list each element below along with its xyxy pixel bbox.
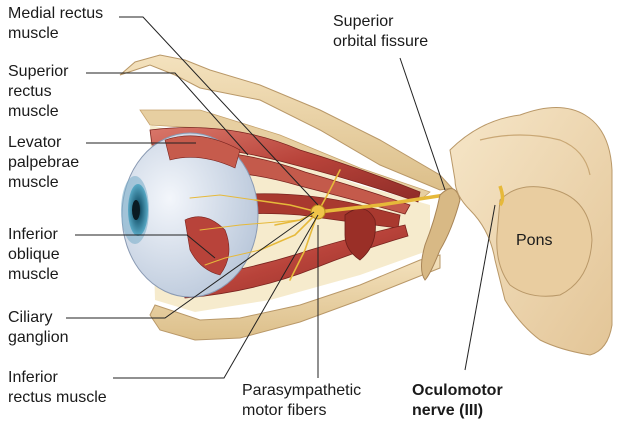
label-parasympathetic: Parasympathetic motor fibers (242, 382, 362, 419)
superior-orbital-fissure-shape (421, 188, 461, 281)
label-inferior-oblique: Inferior oblique muscle (8, 226, 60, 283)
lateral-rectus-cut (344, 208, 376, 261)
leader-inferior-oblique (75, 234, 216, 259)
oculomotor-nerve-trunk (498, 185, 505, 207)
leader-ciliary (66, 211, 315, 319)
leader-inferior-rectus (113, 214, 319, 379)
leader-superior-orbital (399, 57, 446, 191)
label-medial-rectus: Medial rectus muscle (8, 5, 104, 42)
brain-fold (479, 134, 591, 176)
pons-shape (496, 186, 593, 297)
label-superior-rectus: Superior rectus muscle (8, 63, 69, 120)
ciliary-ganglion-node (310, 204, 326, 220)
superior-rectus-insertion (164, 135, 241, 169)
orbit-roof-bone (119, 54, 453, 191)
leader-superior-rectus (86, 72, 249, 156)
pupil (132, 200, 140, 220)
leader-lines (66, 16, 496, 379)
label-pons: Pons (516, 232, 553, 249)
leader-oculomotor (464, 204, 496, 371)
label-ciliary: Ciliary ganglion (8, 309, 69, 346)
leader-medial-rectus (119, 16, 319, 206)
label-superior-orbital-fissure: Superior orbital fissure (333, 13, 429, 50)
label-levator: Levator palpebrae muscle (8, 134, 80, 191)
label-oculomotor-nerve: Oculomotor nerve (III) (412, 382, 503, 419)
label-inferior-rectus: Inferior rectus muscle (8, 369, 107, 406)
